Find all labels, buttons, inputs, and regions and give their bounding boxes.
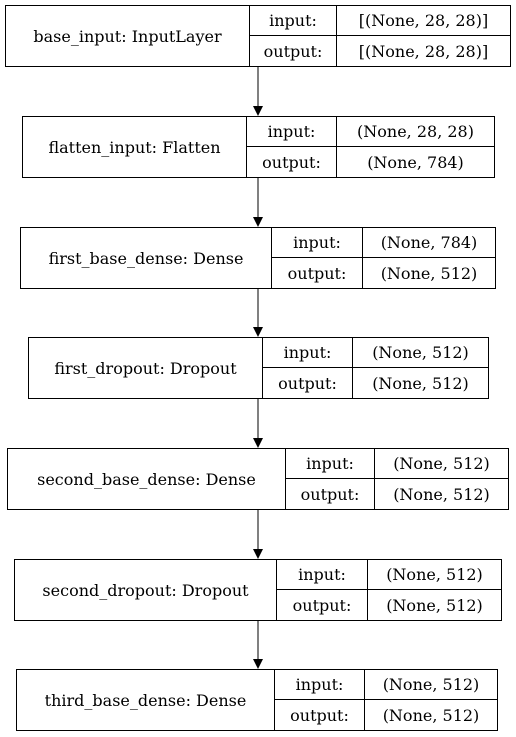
layer-io-table: input: (None, 512) output: (None, 512) xyxy=(275,670,497,730)
input-label: input: xyxy=(286,449,375,478)
output-label: output: xyxy=(263,368,353,398)
input-shape: (None, 28, 28) xyxy=(357,122,474,141)
output-shape: (None, 512) xyxy=(380,263,478,283)
input-row: input: (None, 512) xyxy=(275,670,497,700)
output-label: output: xyxy=(272,258,363,288)
arrowhead-icon xyxy=(253,659,263,669)
layer-node-third-base-dense: third_base_dense: Dense input: (None, 51… xyxy=(16,669,498,731)
input-shape: (None, 512) xyxy=(372,343,469,362)
output-row: output: (None, 512) xyxy=(272,258,495,288)
edge-3-4 xyxy=(253,399,263,448)
output-shape: (None, 512) xyxy=(382,705,480,725)
input-label: input: xyxy=(263,338,353,367)
input-label: input: xyxy=(272,228,363,257)
layer-name: first_base_dense: Dense xyxy=(21,228,272,288)
layer-name: flatten_input: Flatten xyxy=(23,117,247,177)
layer-name: base_input: InputLayer xyxy=(6,6,250,66)
layer-node-second-base-dense: second_base_dense: Dense input: (None, 5… xyxy=(7,448,509,510)
input-label: input: xyxy=(247,117,337,146)
arrowhead-icon xyxy=(253,438,263,448)
output-row: output: (None, 784) xyxy=(247,147,494,177)
input-row: input: (None, 512) xyxy=(263,338,488,368)
arrowhead-icon xyxy=(253,106,263,116)
output-label: output: xyxy=(247,147,337,177)
arrowhead-icon xyxy=(253,217,263,227)
layer-name: first_dropout: Dropout xyxy=(29,338,263,398)
input-row: input: (None, 28, 28) xyxy=(247,117,494,147)
layer-io-table: input: (None, 784) output: (None, 512) xyxy=(272,228,495,288)
output-row: output: [(None, 28, 28)] xyxy=(250,36,510,66)
input-shape: (None, 512) xyxy=(393,454,490,473)
input-label: input: xyxy=(250,6,337,35)
edge-0-1 xyxy=(253,67,263,116)
input-label: input: xyxy=(277,560,368,589)
layer-io-table: input: (None, 512) output: (None, 512) xyxy=(263,338,488,398)
layer-name: second_base_dense: Dense xyxy=(8,449,286,509)
input-row: input: (None, 512) xyxy=(277,560,501,590)
layer-io-table: input: (None, 512) output: (None, 512) xyxy=(286,449,508,509)
layer-name: third_base_dense: Dense xyxy=(17,670,275,730)
output-label: output: xyxy=(250,36,337,66)
output-shape: (None, 784) xyxy=(367,152,464,172)
edge-4-5 xyxy=(253,510,263,559)
input-label: input: xyxy=(275,670,365,699)
layer-node-second-dropout: second_dropout: Dropout input: (None, 51… xyxy=(14,559,502,621)
layer-node-first-dropout: first_dropout: Dropout input: (None, 512… xyxy=(28,337,489,399)
output-shape: (None, 512) xyxy=(393,484,490,504)
output-label: output: xyxy=(277,590,368,620)
arrowhead-icon xyxy=(253,549,263,559)
output-shape: (None, 512) xyxy=(372,373,469,393)
output-row: output: (None, 512) xyxy=(286,479,508,509)
output-row: output: (None, 512) xyxy=(263,368,488,398)
layer-node-first-base-dense: first_base_dense: Dense input: (None, 78… xyxy=(20,227,496,289)
layer-io-table: input: [(None, 28, 28)] output: [(None, … xyxy=(250,6,510,66)
output-shape: (None, 512) xyxy=(386,595,483,615)
layer-node-flatten-input: flatten_input: Flatten input: (None, 28,… xyxy=(22,116,495,178)
arrowhead-icon xyxy=(253,327,263,337)
layer-io-table: input: (None, 512) output: (None, 512) xyxy=(277,560,501,620)
edge-5-6 xyxy=(253,621,263,669)
input-shape: (None, 512) xyxy=(386,565,483,584)
input-row: input: (None, 784) xyxy=(272,228,495,258)
input-row: input: [(None, 28, 28)] xyxy=(250,6,510,36)
input-row: input: (None, 512) xyxy=(286,449,508,479)
layer-node-base-input: base_input: InputLayer input: [(None, 28… xyxy=(5,5,511,67)
edge-2-3 xyxy=(253,289,263,337)
input-shape: (None, 512) xyxy=(382,675,480,694)
output-row: output: (None, 512) xyxy=(275,700,497,730)
output-shape: [(None, 28, 28)] xyxy=(358,41,489,61)
input-shape: [(None, 28, 28)] xyxy=(358,11,489,30)
output-label: output: xyxy=(275,700,365,730)
output-label: output: xyxy=(286,479,375,509)
edge-1-2 xyxy=(253,178,263,227)
input-shape: (None, 784) xyxy=(380,233,478,252)
output-row: output: (None, 512) xyxy=(277,590,501,620)
layer-io-table: input: (None, 28, 28) output: (None, 784… xyxy=(247,117,494,177)
layer-name: second_dropout: Dropout xyxy=(15,560,277,620)
